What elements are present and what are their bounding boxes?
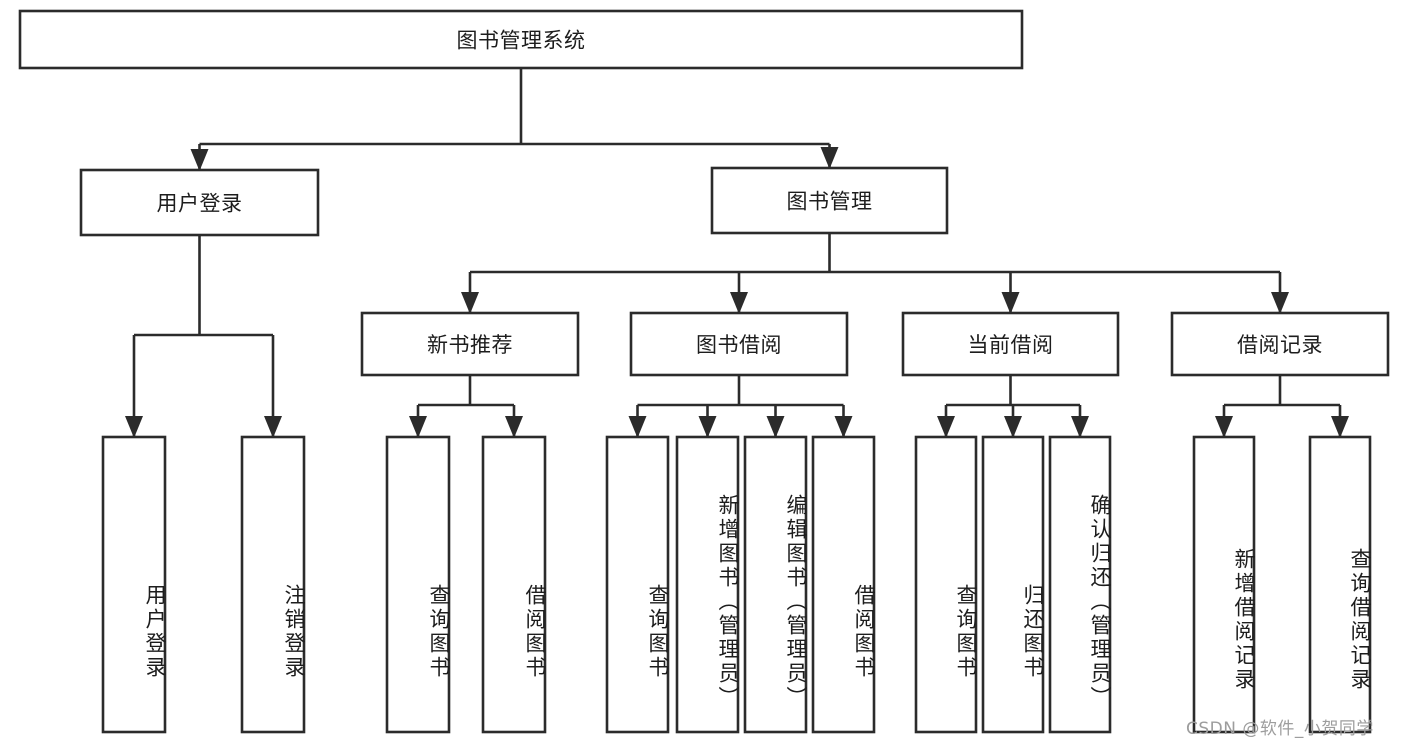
node-box-leaf-query-book-borrow[interactable]	[605, 435, 670, 734]
node-label-root: 图书管理系统	[457, 29, 586, 53]
node-label-book-manage: 图书管理	[787, 190, 873, 214]
arrow-head	[1215, 416, 1233, 438]
node-box-leaf-query-record[interactable]	[1308, 435, 1372, 734]
node-box-book-manage[interactable]	[710, 166, 949, 235]
node-box-leaf-return-book[interactable]	[981, 435, 1045, 734]
node-box-leaf-borrow-book-rec[interactable]	[481, 435, 547, 734]
node-box-new-book-rec[interactable]	[360, 311, 580, 377]
arrow-head	[937, 416, 955, 438]
node-box-root[interactable]	[18, 9, 1024, 70]
arrow-head	[1071, 416, 1089, 438]
arrow-head	[1331, 416, 1349, 438]
arrow-head	[820, 147, 839, 169]
node-box-leaf-query-book-rec[interactable]	[385, 435, 451, 734]
arrow-head	[730, 292, 748, 314]
watermark-text: CSDN @软件_小贺同学	[1186, 719, 1374, 739]
arrow-head	[125, 416, 143, 438]
arrow-head	[190, 149, 209, 171]
node-box-leaf-logout[interactable]	[240, 435, 306, 734]
node-label-borrow-record: 借阅记录	[1237, 333, 1323, 357]
arrow-head	[505, 416, 523, 438]
arrow-head	[264, 416, 282, 438]
node-box-leaf-edit-book[interactable]	[743, 435, 808, 734]
arrow-head	[1271, 292, 1289, 314]
node-box-leaf-add-record[interactable]	[1192, 435, 1256, 734]
node-box-leaf-confirm-return[interactable]	[1048, 435, 1112, 734]
node-box-leaf-user-login[interactable]	[101, 435, 167, 734]
arrow-head	[766, 416, 785, 438]
connectors-layer	[125, 68, 1349, 438]
node-label-user-login: 用户登录	[157, 192, 243, 216]
arrow-head	[461, 292, 479, 314]
arrow-head	[834, 416, 853, 438]
arrow-head	[628, 416, 647, 438]
node-box-current-borrow[interactable]	[901, 311, 1120, 377]
node-label-book-borrow: 图书借阅	[696, 333, 782, 357]
arrow-head	[698, 416, 717, 438]
node-box-leaf-borrow-book[interactable]	[811, 435, 876, 734]
node-label-current-borrow: 当前借阅	[968, 333, 1054, 357]
arrow-head	[1004, 416, 1022, 438]
node-box-leaf-query-book-cur[interactable]	[914, 435, 978, 734]
node-label-new-book-rec: 新书推荐	[427, 333, 513, 357]
node-box-leaf-add-book[interactable]	[675, 435, 740, 734]
node-box-borrow-record[interactable]	[1170, 311, 1390, 377]
node-box-user-login[interactable]	[79, 168, 320, 237]
arrow-head	[1001, 292, 1020, 314]
node-box-book-borrow[interactable]	[629, 311, 849, 377]
boxes-layer	[18, 9, 1390, 734]
arrow-head	[409, 416, 427, 438]
